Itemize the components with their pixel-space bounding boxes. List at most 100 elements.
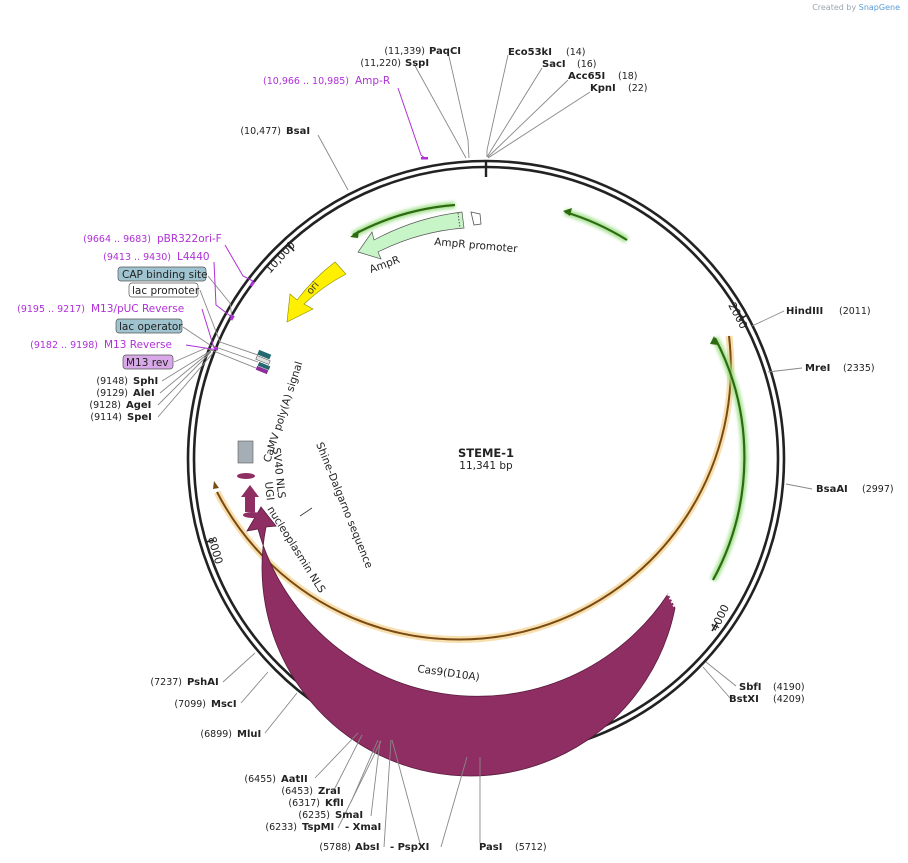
enzyme-saci[interactable]: SacI(16) [542, 59, 597, 70]
svg-text:(10,477): (10,477) [240, 126, 281, 137]
green-orfs [350, 201, 748, 720]
camv-polya-feature [237, 440, 254, 464]
enzyme-eco53ki[interactable]: Eco53kI(14) [508, 47, 586, 58]
enzyme-sbfi[interactable]: SbfI(4190) [739, 682, 805, 693]
primer-m13-reverse[interactable]: (9182 .. 9198) M13 Reverse [30, 339, 172, 351]
enzyme-smai[interactable]: (6235)SmaI [298, 810, 363, 821]
svg-text:MreI: MreI [805, 363, 830, 374]
svg-text:(2335): (2335) [843, 363, 875, 374]
created-by-text: Created by [812, 3, 857, 12]
enzyme-acc65i[interactable]: Acc65I(18) [568, 71, 638, 82]
enzyme-sphi[interactable]: (9148)SphI [96, 376, 158, 387]
ugi-label: UGI [262, 481, 276, 501]
svg-text:- PspXI: - PspXI [390, 842, 429, 853]
enzyme-agei[interactable]: (9128)AgeI [89, 400, 151, 411]
primer-marks [214, 157, 428, 350]
svg-text:BsaAI: BsaAI [816, 484, 848, 495]
leader-lines [157, 51, 813, 848]
enzyme-sspi[interactable]: (11,220)SspI [360, 58, 429, 69]
orf-top-arrowhead [563, 208, 572, 216]
enzyme-bsai[interactable]: (10,477) BsaI [240, 126, 310, 137]
svg-text:lac operator: lac operator [119, 321, 183, 333]
svg-text:(6453): (6453) [281, 786, 313, 797]
primer-l4440[interactable]: (9413 .. 9430)L4440 [103, 251, 209, 263]
ampr-promoter-label: AmpR promoter [434, 236, 519, 255]
orf-outline-arc [216, 335, 732, 641]
feature-lac-operator[interactable]: lac operator [115, 318, 183, 334]
enzyme-hindiii[interactable]: HindIII (2011) [786, 306, 871, 317]
ori-feature [286, 261, 347, 323]
enzyme-pasi[interactable]: PasI(5712) [479, 842, 547, 853]
svg-text:(4209): (4209) [773, 694, 805, 705]
svg-text:KpnI: KpnI [590, 83, 616, 94]
enzyme-paqci[interactable]: (11,339)PaqCI [384, 46, 461, 57]
enzyme-bstxi[interactable]: BstXI (4209) [729, 694, 805, 705]
orf-ampr-arrowhead [350, 230, 359, 238]
feature-cap-binding-site[interactable]: CAP binding site [117, 266, 208, 282]
svg-text:M13 Reverse: M13 Reverse [104, 339, 172, 351]
tick-10000 [288, 244, 295, 252]
svg-text:Eco53kI: Eco53kI [508, 47, 552, 58]
snapgene-logo: SnapGene [858, 3, 900, 12]
enzyme-mrei[interactable]: MreI (2335) [805, 363, 875, 374]
svg-text:pBR322ori-F: pBR322ori-F [157, 233, 222, 245]
svg-text:(6317): (6317) [288, 798, 320, 809]
enzyme-tspmi[interactable]: (6233)TspMI- XmaI [265, 822, 381, 833]
svg-text:(6233): (6233) [265, 822, 297, 833]
svg-text:M13/pUC Reverse: M13/pUC Reverse [91, 303, 184, 315]
svg-text:lac promoter: lac promoter [132, 285, 200, 297]
m13-rev-mark [255, 365, 269, 375]
svg-text:(6455): (6455) [244, 774, 276, 785]
svg-text:(4190): (4190) [773, 682, 805, 693]
orf-arcs [213, 335, 735, 643]
svg-text:L4440: L4440 [177, 251, 210, 263]
svg-text:(7237): (7237) [150, 677, 182, 688]
l4440-primer-mark [229, 314, 235, 321]
svg-text:(9664 .. 9683): (9664 .. 9683) [83, 234, 151, 245]
pbr322ori-f-primer-mark [249, 280, 255, 287]
enzyme-kfli[interactable]: (6317)KflI [288, 798, 343, 809]
svg-text:BsaI: BsaI [286, 126, 310, 137]
shine-dalgarno-leader [299, 507, 313, 517]
svg-text:HindIII: HindIII [786, 306, 823, 317]
svg-text:(9182 .. 9198): (9182 .. 9198) [30, 340, 98, 351]
svg-text:(18): (18) [618, 71, 638, 82]
enzyme-zrai[interactable]: (6453)ZraI [281, 786, 340, 797]
orf-right-arrowhead [710, 336, 718, 345]
enzyme-spei[interactable]: (9114)SpeI [90, 412, 151, 423]
primer-amp-r[interactable]: (10,966 .. 10,985)Amp-R [263, 75, 390, 87]
lac-cluster-features [255, 349, 272, 375]
enzyme-aatii[interactable]: (6455) AatII [244, 774, 307, 785]
svg-text:SmaI: SmaI [335, 810, 363, 821]
svg-text:(9114): (9114) [90, 412, 122, 423]
m13-puc-reverse-primer-mark [214, 347, 218, 350]
enzyme-pshai[interactable]: (7237)PshAI [150, 677, 218, 688]
primer-m13-puc-reverse[interactable]: (9195 .. 9217) M13/pUC Reverse [17, 303, 184, 315]
ugi-feature [241, 485, 259, 512]
svg-text:AleI: AleI [133, 388, 155, 399]
snapgene-branding: Created by SnapGene [812, 3, 900, 12]
enzyme-bsaai[interactable]: BsaAI(2997) [816, 484, 894, 495]
enzyme-alei[interactable]: (9129)AleI [96, 388, 154, 399]
enzyme-kpni[interactable]: KpnI(22) [590, 83, 648, 94]
svg-text:- XmaI: - XmaI [345, 822, 381, 833]
amp-r-primer-mark [421, 157, 428, 160]
feature-m13-rev[interactable]: M13 rev [122, 354, 174, 370]
camv-polya-label: CaMV poly(A) signal [261, 360, 305, 464]
svg-text:(9148): (9148) [96, 376, 128, 387]
cas9-feature-end [667, 593, 676, 609]
svg-text:(11,339): (11,339) [384, 46, 425, 57]
svg-text:AatII: AatII [281, 774, 308, 785]
svg-text:M13 rev: M13 rev [126, 357, 169, 369]
svg-text:(9195 .. 9217): (9195 .. 9217) [17, 304, 85, 315]
primer-pbr322ori-f[interactable]: (9664 .. 9683) pBR322ori-F [83, 233, 222, 245]
enzyme-msci[interactable]: (7099)MscI [174, 699, 236, 710]
svg-text:(2011): (2011) [839, 306, 871, 317]
svg-text:PasI: PasI [479, 842, 502, 853]
enzyme-absi[interactable]: (5788)AbsI- PspXI [319, 842, 429, 853]
feature-lac-promoter[interactable]: lac promoter [128, 282, 200, 298]
primer-labels: (10,966 .. 10,985)Amp-R (9664 .. 9683) pB… [17, 75, 390, 351]
svg-text:BstXI: BstXI [729, 694, 759, 705]
enzyme-mlui[interactable]: (6899)MluI [200, 729, 261, 740]
